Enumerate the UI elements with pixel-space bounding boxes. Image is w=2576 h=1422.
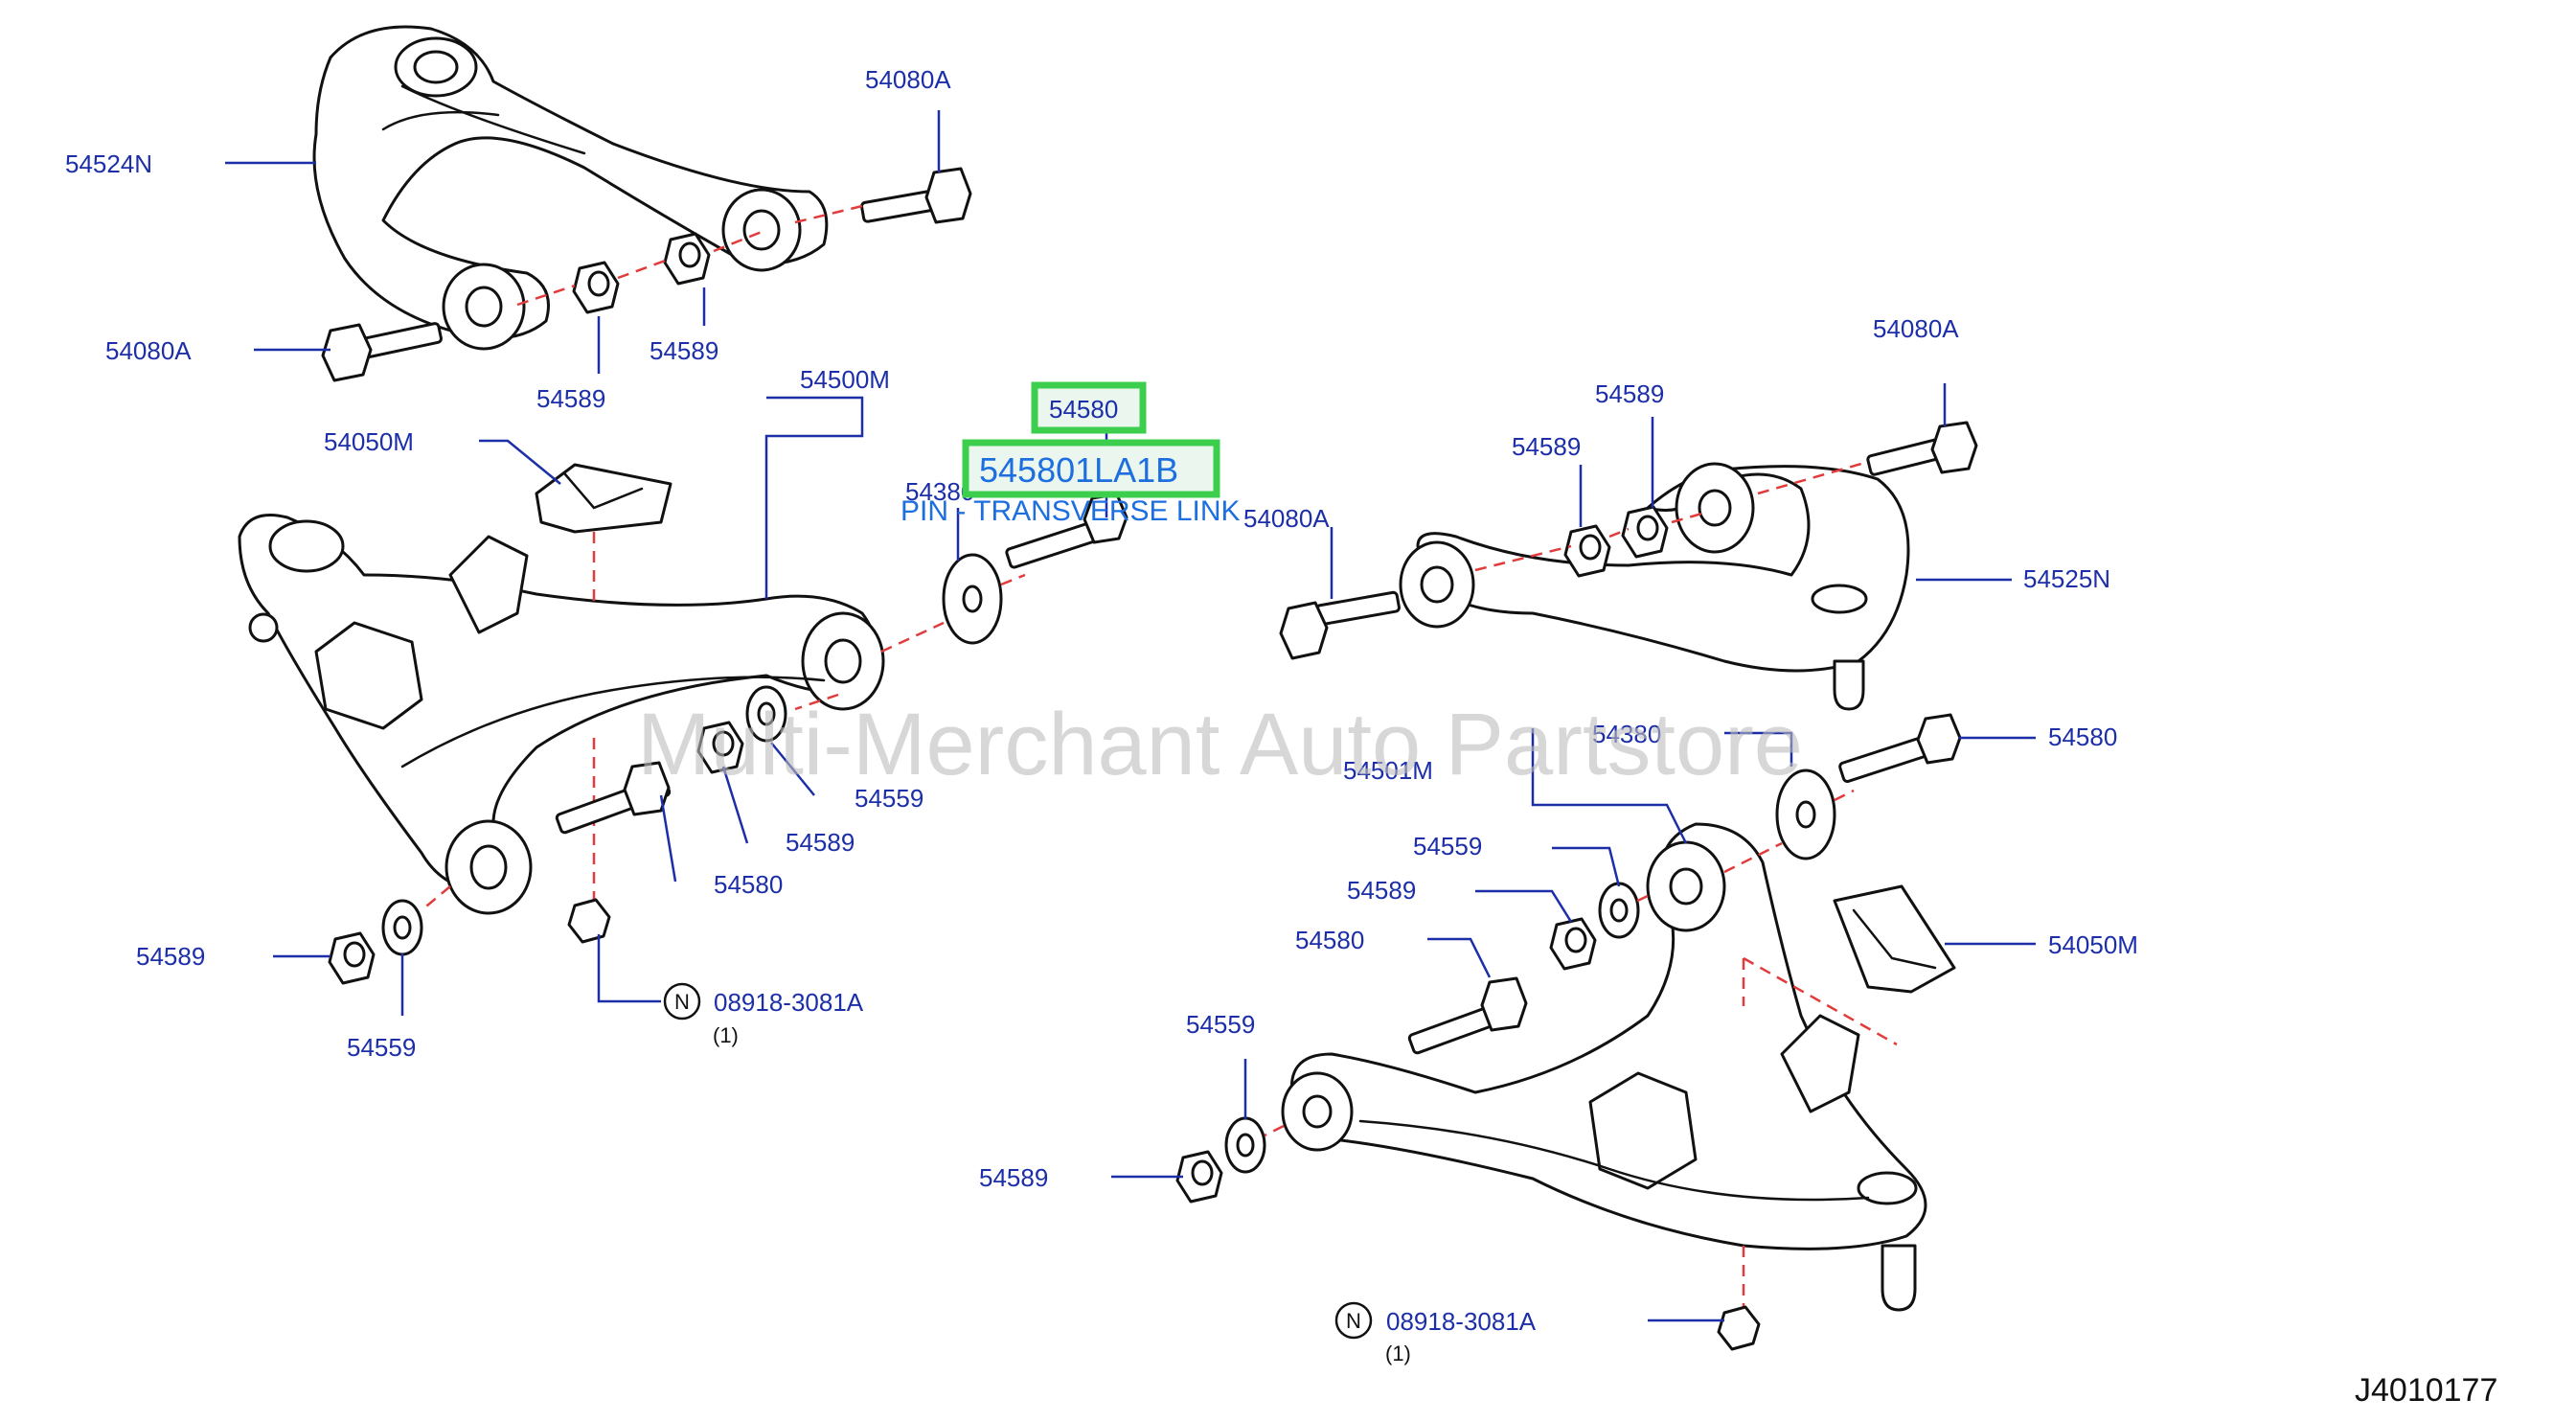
nut-54589-bl[interactable] <box>328 931 376 985</box>
label-54589-a[interactable]: 54589 <box>536 384 605 413</box>
washer-54559-left[interactable] <box>745 685 787 743</box>
bolt-54580-right-2[interactable] <box>1407 976 1528 1055</box>
highlight-partnumber-box[interactable] <box>962 439 1220 498</box>
label-54525N[interactable]: 54525N <box>2023 564 2110 593</box>
label-08918-right[interactable]: 08918-3081A <box>1386 1307 1537 1336</box>
bolt-54580-right[interactable] <box>1838 713 1962 783</box>
nut-54589-right-3[interactable] <box>1549 917 1597 971</box>
label-54589-r3[interactable]: 54589 <box>1347 876 1416 905</box>
upper-control-arm-right[interactable] <box>1399 462 1910 711</box>
label-54580-left[interactable]: 54580 <box>714 870 783 899</box>
upper-control-arm-left[interactable] <box>312 25 829 351</box>
highlight-ref-label[interactable]: 54580 <box>1049 395 1118 424</box>
label-54501M[interactable]: 54501M <box>1343 756 1433 785</box>
highlight-callout[interactable]: 54580 545801LA1B PIN - TRANSVERSE LINK <box>900 381 1241 527</box>
bump-stopper-left[interactable] <box>535 463 672 534</box>
washer-54380-right[interactable] <box>1775 768 1836 860</box>
label-54080A-left[interactable]: 54080A <box>105 336 192 365</box>
leader-lines <box>225 110 2036 1322</box>
label-54580-r2[interactable]: 54580 <box>1295 926 1364 954</box>
bolt-upper-right-top[interactable] <box>1866 421 1978 476</box>
label-54589-r4[interactable]: 54589 <box>979 1163 1048 1192</box>
label-54589-r1[interactable]: 54589 <box>1595 379 1664 408</box>
qty-left: (1) <box>713 1023 739 1047</box>
svg-text:N: N <box>674 990 690 1014</box>
label-54580-right[interactable]: 54580 <box>2048 722 2117 751</box>
label-54050M-right[interactable]: 54050M <box>2048 930 2138 959</box>
label-54559-r2[interactable]: 54559 <box>1186 1010 1255 1039</box>
label-54559-left[interactable]: 54559 <box>855 784 923 813</box>
label-54589-d[interactable]: 54589 <box>136 942 205 971</box>
bolt-upper-left-rear[interactable] <box>321 322 443 382</box>
label-54559-bl[interactable]: 54559 <box>347 1033 416 1062</box>
nut-54589-left-c[interactable] <box>696 721 744 774</box>
lower-control-arm-left[interactable] <box>238 514 885 915</box>
label-54524N[interactable]: 54524N <box>65 149 152 178</box>
bump-stopper-right[interactable] <box>1833 884 1956 994</box>
nut-upper-left-a[interactable] <box>572 261 620 314</box>
nut-upper-left-b[interactable] <box>663 232 711 286</box>
n-symbol-left: N <box>663 982 701 1021</box>
washer-54380-left[interactable] <box>942 553 1003 645</box>
watermark: Multi-Merchant Auto Partstore <box>637 696 1803 793</box>
nut-upper-right-1[interactable] <box>1563 524 1611 578</box>
label-54380-right[interactable]: 54380 <box>1592 720 1661 748</box>
qty-right: (1) <box>1385 1342 1411 1365</box>
washer-54559-right-2[interactable] <box>1224 1116 1266 1174</box>
bolt-upper-left-front[interactable] <box>860 167 972 224</box>
svg-text:N: N <box>1346 1309 1361 1333</box>
label-54589-c[interactable]: 54589 <box>786 828 855 857</box>
label-54589-b[interactable]: 54589 <box>650 336 718 365</box>
label-54080A-r-top[interactable]: 54080A <box>1873 314 1959 343</box>
label-54500M[interactable]: 54500M <box>800 365 890 394</box>
highlight-description: PIN - TRANSVERSE LINK <box>900 495 1241 527</box>
washer-54559-bl[interactable] <box>381 899 423 956</box>
highlight-part-number[interactable]: 545801LA1B <box>979 450 1178 490</box>
nut-lower-left-center[interactable] <box>567 898 611 944</box>
nut-upper-right-2[interactable] <box>1621 505 1669 559</box>
label-54559-r[interactable]: 54559 <box>1413 832 1482 860</box>
lower-control-arm-right[interactable] <box>1281 822 1927 1312</box>
nut-lower-right-bottom[interactable] <box>1717 1305 1761 1351</box>
diagram-reference-code: J4010177 <box>2355 1372 2497 1409</box>
bolt-upper-right-mid[interactable] <box>1279 590 1401 660</box>
label-54589-r2[interactable]: 54589 <box>1512 432 1581 461</box>
label-08918-left[interactable]: 08918-3081A <box>714 988 864 1017</box>
n-symbol-right: N <box>1334 1301 1373 1340</box>
label-54080A-r-mid[interactable]: 54080A <box>1243 504 1330 533</box>
label-54050M-left[interactable]: 54050M <box>324 427 414 456</box>
label-54080A-top[interactable]: 54080A <box>865 65 951 94</box>
nut-54589-right-4[interactable] <box>1175 1150 1223 1204</box>
highlight-ref-box[interactable] <box>1031 381 1147 434</box>
washer-54559-right[interactable] <box>1598 882 1640 939</box>
bolt-54580-left[interactable] <box>555 761 672 835</box>
